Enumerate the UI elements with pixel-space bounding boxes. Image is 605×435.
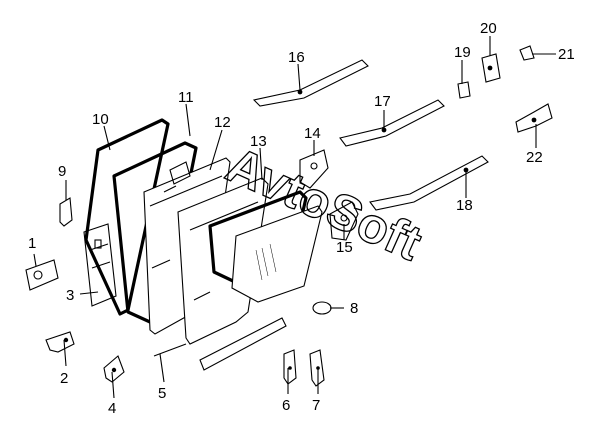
callout-3: 3 (66, 287, 74, 304)
callout-labels: 1 2 3 4 5 6 7 8 9 10 11 12 13 14 15 16 1… (28, 20, 575, 417)
callout-19: 19 (454, 44, 471, 61)
callout-14: 14 (304, 125, 321, 142)
leader-lines (33, 36, 556, 399)
lock-striker-part (329, 201, 359, 241)
door-hinge-part (299, 149, 329, 189)
inner-handle-part (283, 349, 297, 385)
outer-handle-part (309, 349, 325, 387)
middle-rail-part (339, 99, 445, 147)
callout-5: 5 (158, 385, 166, 402)
callout-8: 8 (350, 300, 358, 317)
latch-part (515, 103, 553, 133)
door-stop-part (25, 259, 59, 291)
fastener-part (519, 45, 535, 61)
callout-13: 13 (250, 133, 267, 150)
upper-rail-part (252, 59, 369, 107)
callout-9: 9 (58, 163, 66, 180)
callout-22: 22 (526, 149, 543, 166)
roller-bracket-part (103, 355, 125, 383)
callout-11: 11 (178, 89, 194, 106)
callout-15: 15 (336, 239, 353, 256)
callout-1: 1 (28, 235, 36, 252)
callout-21: 21 (558, 46, 575, 63)
callout-17: 17 (374, 93, 391, 110)
clip-part (457, 81, 471, 99)
callout-7: 7 (312, 397, 320, 414)
grip-part (59, 197, 73, 227)
callout-6: 6 (282, 397, 290, 414)
callout-18: 18 (456, 197, 473, 214)
callout-4: 4 (108, 400, 116, 417)
callout-10: 10 (92, 111, 109, 128)
callout-16: 16 (288, 49, 305, 66)
cover-cap-part (312, 301, 332, 315)
callout-12: 12 (214, 114, 231, 131)
lower-trim-strip-part (153, 317, 287, 371)
lock-body-part (481, 53, 501, 83)
window-glass-part (231, 205, 323, 303)
lower-bracket-part (45, 331, 75, 353)
callout-20: 20 (480, 20, 497, 37)
callout-2: 2 (60, 370, 68, 387)
inner-door-panel-part (177, 177, 269, 345)
